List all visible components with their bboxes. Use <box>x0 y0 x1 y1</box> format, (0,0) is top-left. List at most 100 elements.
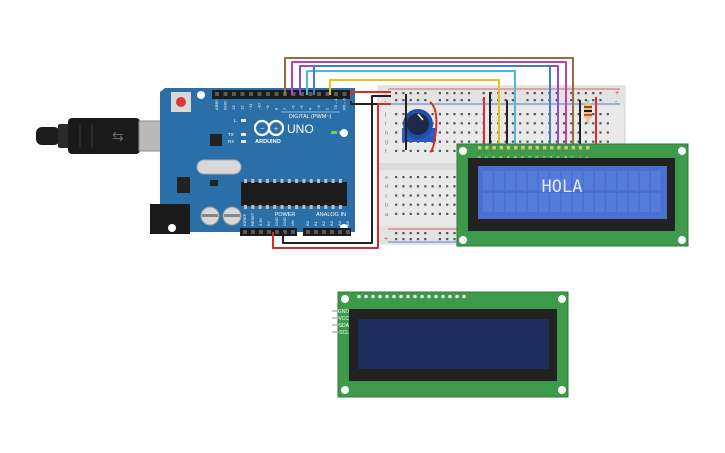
analog-pin-label: A1 <box>313 220 318 226</box>
digital-pin-label: 8 <box>274 107 279 110</box>
lcd-pin[interactable] <box>542 146 547 150</box>
breadboard-row-letter: g <box>385 140 388 146</box>
lcd-i2c-hole <box>371 294 375 299</box>
digital-pin[interactable] <box>266 92 270 96</box>
wire-magenta[interactable] <box>291 61 567 150</box>
lcd-i2c-hole <box>378 294 382 299</box>
lcd-pin[interactable] <box>485 146 489 150</box>
digital-pin[interactable] <box>325 92 330 96</box>
lcd-i2c-hole <box>399 294 403 299</box>
digital-pin-label: 4 <box>308 107 313 110</box>
power-pin[interactable] <box>291 230 295 234</box>
digital-label: DIGITAL (PWM~) <box>289 114 332 120</box>
on-led <box>331 131 337 134</box>
breadboard-row-letter: c <box>385 193 388 199</box>
digital-pin[interactable] <box>342 92 347 96</box>
digital-pin[interactable] <box>317 92 321 96</box>
digital-pin[interactable] <box>334 92 338 96</box>
breadboard-row-letter: j <box>384 112 386 118</box>
analog-header <box>303 228 351 236</box>
wire-red-5v[interactable] <box>272 103 391 249</box>
digital-pin-label: AREF <box>214 99 219 110</box>
wire-red-5v-top[interactable] <box>350 91 391 95</box>
digital-pin-label: ~10 <box>257 102 262 110</box>
analog-pin-label: A4 <box>337 220 342 226</box>
svg-text:+: + <box>274 126 278 133</box>
analog-pin[interactable] <box>314 230 318 234</box>
analog-pin[interactable] <box>346 230 350 234</box>
digital-pin[interactable] <box>300 92 304 96</box>
lcd-pin[interactable] <box>528 146 532 150</box>
digital-pin[interactable] <box>291 92 296 96</box>
power-pin[interactable] <box>275 230 279 234</box>
lcd-pin[interactable] <box>557 146 561 150</box>
analog-pin[interactable] <box>338 230 342 234</box>
analog-pin-label: A2 <box>321 220 326 226</box>
wire-black-gnd[interactable] <box>282 95 391 244</box>
digital-pin[interactable] <box>232 92 236 96</box>
digital-pin-label: 2 <box>325 107 330 110</box>
breadboard-row-letter: d <box>385 184 388 190</box>
digital-pin[interactable] <box>223 92 228 96</box>
lcd-pin[interactable] <box>521 146 525 150</box>
lcd-pin[interactable] <box>535 146 540 150</box>
lcd-pin[interactable] <box>564 146 568 150</box>
digital-pin[interactable] <box>308 92 313 96</box>
analog-pin-label: A3 <box>329 220 334 226</box>
digital-pin-label: 7 <box>282 107 287 110</box>
analog-pin[interactable] <box>330 230 334 234</box>
digital-pin[interactable] <box>215 92 219 96</box>
rail-plus-label-right: + <box>615 90 619 97</box>
power-pin[interactable] <box>267 230 271 234</box>
digital-pin[interactable] <box>257 92 262 96</box>
lcd-i2c-hole <box>427 294 431 299</box>
digital-pin[interactable] <box>274 92 279 96</box>
analog-pin[interactable] <box>322 230 326 234</box>
resistor[interactable] <box>584 100 592 124</box>
lcd-pin[interactable] <box>586 146 590 150</box>
lcd-i2c-hole <box>455 294 459 299</box>
power-pin[interactable] <box>259 230 263 234</box>
lcd-pin[interactable] <box>506 146 511 150</box>
potentiometer[interactable] <box>402 109 436 142</box>
brand-label: ARDUINO <box>255 139 281 145</box>
digital-pin-label: ~3 <box>316 105 321 110</box>
wire-brown[interactable] <box>284 57 574 150</box>
on-label: ON <box>339 130 346 135</box>
analog-pin[interactable] <box>306 230 310 234</box>
wire-yellow[interactable] <box>329 79 500 150</box>
wire-red-pot[interactable] <box>429 101 438 153</box>
lcd-pin[interactable] <box>578 146 583 150</box>
digital-pin-label: ~11 <box>248 103 253 110</box>
lcd-i2c-hole <box>364 294 368 299</box>
lcd-i2c-hole <box>462 294 466 299</box>
wire-cyan[interactable] <box>306 70 516 150</box>
digital-pin[interactable] <box>249 92 253 96</box>
power-label: POWER <box>275 212 296 218</box>
rail-minus-label-right: - <box>615 99 618 106</box>
analog-label: ANALOG IN <box>316 212 346 218</box>
lcd-pin[interactable] <box>550 146 554 150</box>
breadboard-row-letter: h <box>385 130 388 136</box>
lcd-pin[interactable] <box>478 146 482 150</box>
digital-pin-label: ~9 <box>265 105 270 110</box>
power-pin[interactable] <box>243 230 247 234</box>
lcd-pin[interactable] <box>571 146 576 150</box>
digital-pin-label: ~5 <box>299 105 304 110</box>
digital-pin[interactable] <box>240 92 245 96</box>
rail-minus-label: - <box>384 99 387 106</box>
power-pin[interactable] <box>283 230 287 234</box>
power-pin[interactable] <box>251 230 255 234</box>
power-pin-label: IOREF <box>242 213 247 226</box>
microcontroller-chip <box>241 182 347 206</box>
model-label: UNO <box>287 122 314 136</box>
lcd-16x2[interactable]: GNDVCCV0RSRWEDB0DB1DB2DB3DB4DB5DB6DB7LED… <box>456 143 689 247</box>
wire-blue[interactable] <box>313 65 551 150</box>
lcd-pin[interactable] <box>492 146 496 150</box>
usb-cable[interactable]: ⇆ <box>36 118 170 154</box>
lcd-pin[interactable] <box>514 146 518 150</box>
lcd-pin[interactable] <box>499 146 504 150</box>
